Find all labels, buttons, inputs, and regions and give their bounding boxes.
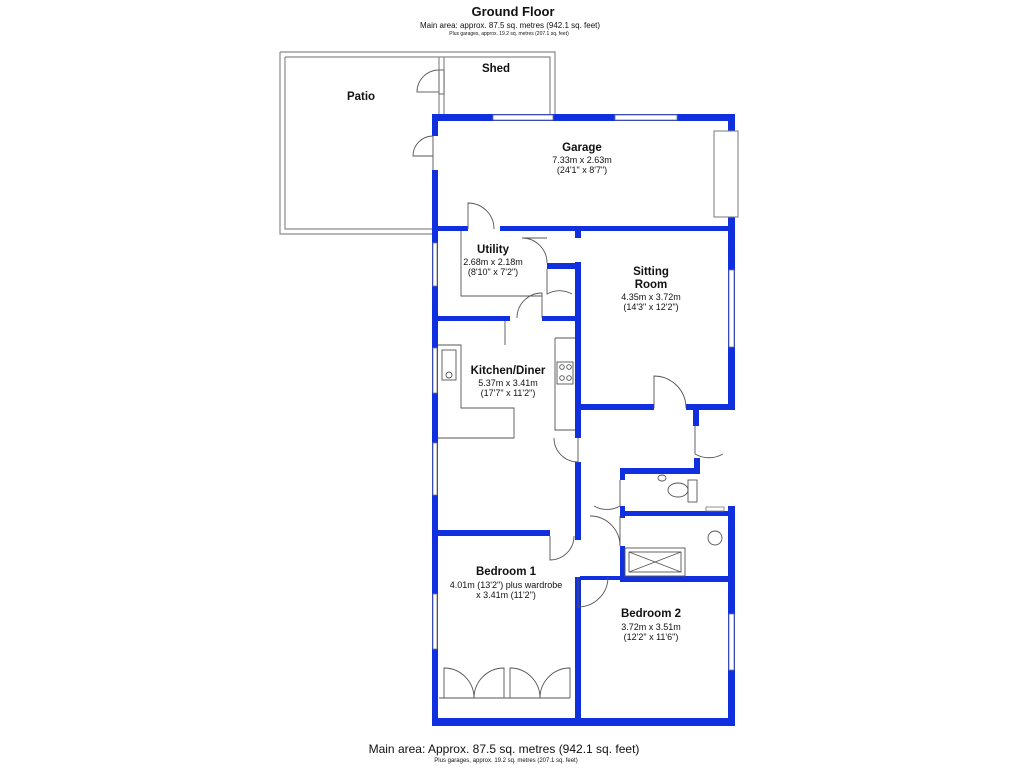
patio-label: Patio <box>346 91 376 103</box>
bedroom1-metric: 4.01m (13'2") plus wardrobe <box>449 580 563 590</box>
kitchen-diner-label: Kitchen/Diner <box>470 365 546 377</box>
utility-imperial: (8'10" x 7'2") <box>467 267 519 277</box>
footer-garages-area: Plus garages, approx. 19.2 sq. metres (2… <box>434 758 578 764</box>
bedroom2-imperial: (12'2" x 11'6") <box>623 632 679 642</box>
kitchen-units <box>438 231 575 439</box>
sitting-room-imperial: (14'3" x 12'2") <box>623 302 679 312</box>
garage-label: Garage <box>562 142 602 154</box>
utility-metric: 2.68m x 2.18m <box>463 257 523 267</box>
sitting-room-metric: 4.35m x 3.72m <box>621 292 681 302</box>
door-swings <box>412 135 724 608</box>
footer-main-area: Main area: Approx. 87.5 sq. metres (942.… <box>368 742 640 756</box>
bathroom-fixtures <box>624 474 723 577</box>
walls <box>432 114 735 726</box>
wardrobe-doors <box>439 667 571 699</box>
utility-label: Utility <box>477 244 509 256</box>
bedroom1-imperial: x 3.41m (11'2") <box>476 590 536 600</box>
garage-imperial: (24'1" x 8'7") <box>556 165 608 175</box>
header-main-area: Main area: approx. 87.5 sq. metres (942.… <box>419 21 601 30</box>
bedroom2-metric: 3.72m x 3.51m <box>621 622 681 632</box>
bedroom1-label: Bedroom 1 <box>475 566 537 578</box>
garage-metric: 7.33m x 2.63m <box>552 155 612 165</box>
sitting-room-label-line2: Room <box>634 279 668 291</box>
garage-door <box>713 130 739 218</box>
page-title: Ground Floor <box>471 4 555 19</box>
shed-label: Shed <box>481 63 511 75</box>
kitchen-diner-metric: 5.37m x 3.41m <box>478 378 538 388</box>
bedroom2-label: Bedroom 2 <box>620 608 682 620</box>
kitchen-diner-imperial: (17'7" x 11'2") <box>480 388 536 398</box>
windows <box>432 114 735 671</box>
shed-door <box>416 69 445 95</box>
header-garages-area: Plus garages, approx. 19.2 sq. metres (2… <box>449 31 569 37</box>
sitting-room-label-line1: Sitting <box>633 266 669 278</box>
